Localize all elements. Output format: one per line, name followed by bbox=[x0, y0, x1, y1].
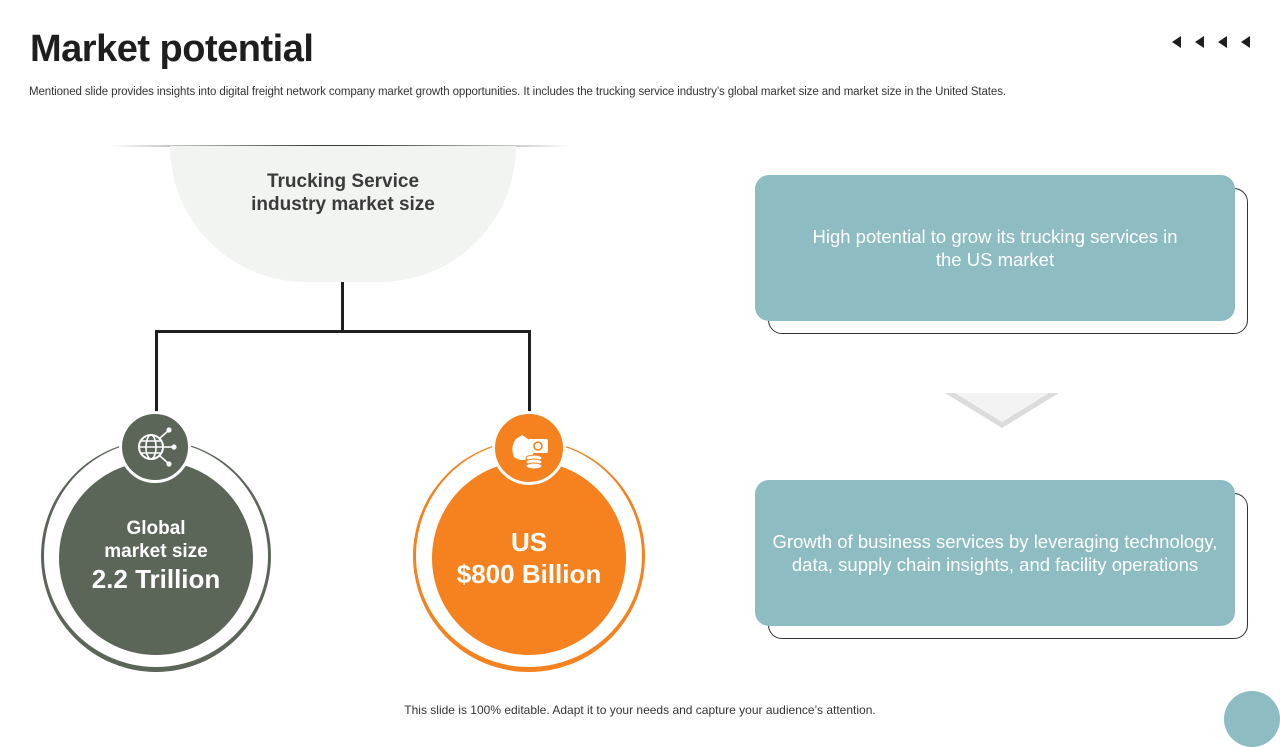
global-market-value: 2.2 Trillion bbox=[91, 564, 221, 594]
card-1-text: High potential to grow its trucking serv… bbox=[812, 226, 1178, 270]
us-market-circle bbox=[432, 461, 626, 655]
global-market-text: Global market size 2.2 Trillion bbox=[59, 517, 253, 595]
us-market-value: $800 Billion bbox=[456, 559, 602, 589]
root-label-line2: industry market size bbox=[251, 194, 435, 215]
money-bag-icon bbox=[492, 411, 566, 485]
us-label: US bbox=[510, 527, 548, 557]
nav-arrows bbox=[1172, 36, 1250, 48]
card-2: Growth of business services by leveragin… bbox=[755, 480, 1235, 626]
corner-decoration bbox=[1224, 691, 1280, 747]
triangle-left-icon bbox=[1218, 36, 1227, 48]
connector-left bbox=[155, 330, 158, 414]
globe-network-icon bbox=[119, 411, 191, 483]
chevron-highlight bbox=[955, 393, 1049, 422]
card-2-text: Growth of business services by leveragin… bbox=[772, 531, 1218, 575]
connector-right bbox=[528, 330, 531, 414]
card-1: High potential to grow its trucking serv… bbox=[755, 175, 1235, 321]
slide-subtitle: Mentioned slide provides insights into d… bbox=[29, 86, 1006, 98]
slide-title: Market potential bbox=[30, 28, 314, 70]
triangle-left-icon bbox=[1195, 36, 1204, 48]
triangle-left-icon bbox=[1241, 36, 1250, 48]
us-market-text: US $800 Billion bbox=[432, 526, 626, 590]
connector-horizontal bbox=[155, 330, 531, 333]
root-node-label: Trucking Service industry market size bbox=[170, 170, 516, 216]
footer-note: This slide is 100% editable. Adapt it to… bbox=[404, 703, 876, 717]
triangle-left-icon bbox=[1172, 36, 1181, 48]
global-market-circle bbox=[59, 461, 253, 655]
global-label-line2: market size bbox=[104, 541, 208, 562]
root-label-line1: Trucking Service bbox=[266, 171, 420, 192]
connector-vertical bbox=[341, 282, 344, 332]
global-label-line1: Global bbox=[126, 518, 186, 539]
